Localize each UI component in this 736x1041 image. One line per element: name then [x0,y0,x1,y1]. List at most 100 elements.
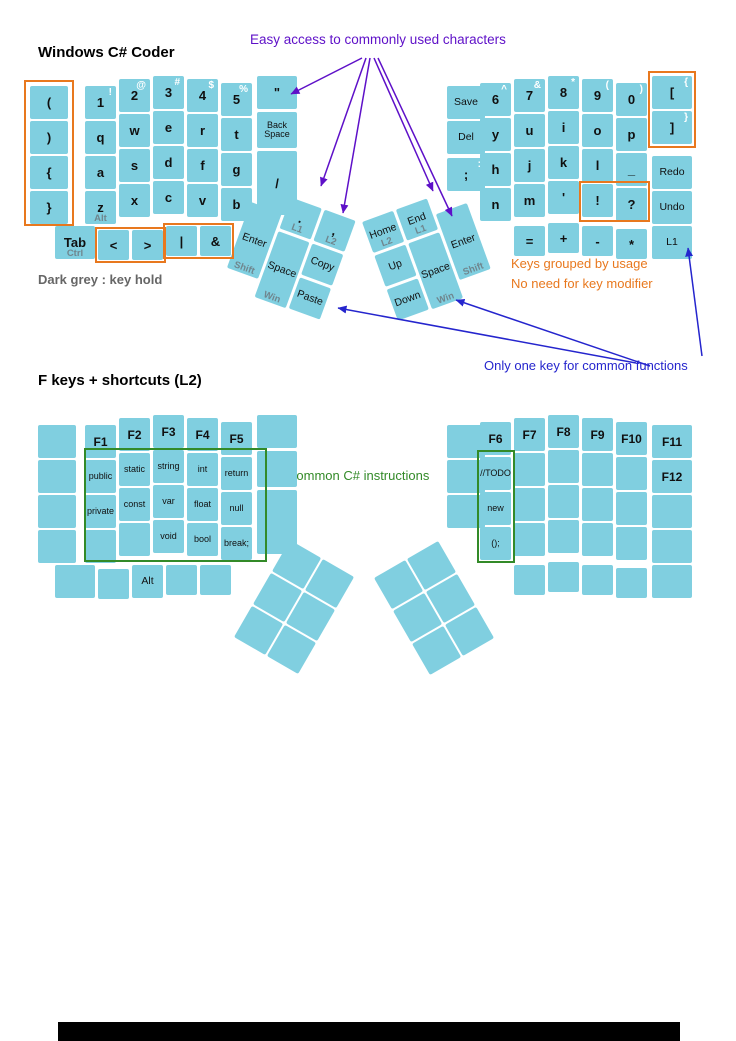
key-m: m [514,184,545,217]
key-label: ) [46,130,52,145]
key-hold-label: Shift [232,258,257,277]
key-float: float [187,488,218,521]
blank-key [548,562,579,592]
blank-key [548,520,579,553]
key-shift-symbol: ! [108,87,112,98]
key-label: Del [458,131,474,144]
key-del: Del [447,121,485,154]
key-hold-label: Win [435,289,456,307]
key-label: e [164,120,173,135]
key-label: F10 [621,431,642,446]
key-label: F4 [195,427,210,442]
key-d: d [153,146,184,179]
purple-annotation-arrow [373,57,434,192]
key-1: !1 [85,86,116,119]
key-label: Space [419,259,452,282]
key-label: F5 [229,431,244,446]
key-label: Undo [659,201,685,214]
bottom-black-bar [58,1022,680,1041]
key-label: ; [463,167,469,182]
key-f9: F9 [582,418,613,451]
blank-key [85,530,116,563]
key-label: Back Space [264,120,290,139]
key-w: w [119,114,150,147]
key-return: return [221,457,252,490]
key-label: F1 [93,434,108,449]
purple-annotation-arrow [377,57,453,217]
key-shift-symbol: { [684,77,688,88]
key-label: 0 [627,92,636,107]
key-label: F3 [161,424,176,439]
key-label: 9 [593,88,602,103]
key-shift-symbol: : [478,160,481,170]
blank-key [616,527,647,560]
key-open-bracket: {[ [652,76,692,109]
purple-annotation-arrow [320,57,367,187]
blank-key [548,485,579,518]
key-0: )0 [616,83,647,116]
key-u: u [514,114,545,147]
key-label: l [595,158,600,173]
key-s: s [119,149,150,182]
key-q: q [85,121,116,154]
key-label: return [224,468,249,478]
key-f6: F6 [480,422,511,455]
key-c: c [153,181,184,214]
key-label: n [491,197,500,212]
key-label: static [123,464,145,474]
key-shift-symbol: # [174,77,180,88]
key-shift-symbol: ( [605,80,609,91]
key-label: ( [46,95,52,110]
key-static: static [119,453,150,486]
key-label: v [198,193,207,208]
key-label: int [197,464,208,474]
key-f: f [187,149,218,182]
key-n: n [480,188,511,221]
key-parens-semicolon: (); [480,527,511,560]
key-label: x [130,193,139,208]
key-label: Down [393,289,423,310]
blank-key [200,565,231,595]
key-shift-symbol: } [684,112,688,123]
key-label: b [232,197,241,212]
key-redo: Redo [652,156,692,189]
key-label: < [109,237,118,253]
key-label: z [97,200,104,215]
key-open-paren: ( [30,86,68,119]
key-save: Save [447,86,485,119]
highlight-square-bracket-keys [648,71,696,148]
key-label: Save [454,96,478,109]
key-label: void [160,531,177,541]
key-bool: bool [187,523,218,556]
key-shift-symbol: $ [208,80,214,91]
key-label: ' [561,190,566,205]
blank-key [38,495,76,528]
key-label: y [491,127,500,142]
key-close-bracket: }] [652,111,692,144]
key-close-brace: } [30,191,68,224]
key-f11: F11 [652,425,692,458]
key-label: > [143,237,152,253]
key-paste: Paste [288,277,332,320]
blank-key [514,488,545,521]
key-label: k [559,155,568,170]
key-label: + [559,230,568,246]
key-shift-symbol: % [239,84,248,95]
blue-annotation-arrow [337,305,637,364]
key-const: const [119,488,150,521]
key-label: m [523,193,536,208]
key-label: F9 [590,427,605,442]
key-label: d [164,155,173,170]
key-label: * [628,236,635,252]
key-label: r [199,123,206,138]
key-f8: F8 [548,415,579,448]
key-f2: F2 [119,418,150,451]
key-label: 8 [559,85,568,100]
key-label: 4 [198,88,207,103]
key-label: , [330,223,339,239]
page-title: Windows C# Coder [38,44,175,61]
key-l: l [582,149,613,182]
key-label: w [129,123,140,138]
